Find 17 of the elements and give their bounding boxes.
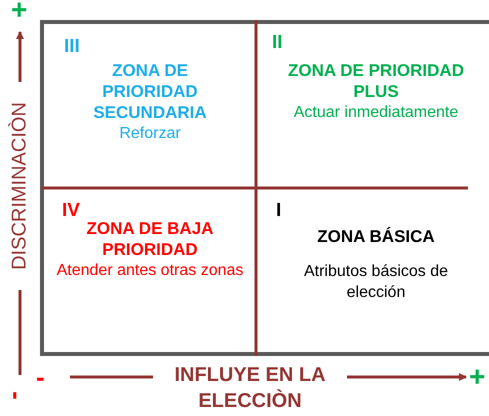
zone-heading: ZONA DE PRIORIDAD SECUNDARIA [92, 60, 208, 123]
zone-heading: ZONA DE PRIORIDAD PLUS [287, 60, 465, 102]
plus-sign: + [469, 361, 486, 393]
plus-sign: + [11, 0, 28, 26]
zone-description: Atender antes otras zonas [56, 261, 244, 281]
quadrant-number: III [64, 36, 80, 58]
axis-title: INFLUYE EN LA ELECCIÒN [173, 363, 327, 414]
quadrant-number: IV [62, 200, 80, 222]
zone-description: Atributos básicos de elección [302, 262, 450, 303]
zone-heading: ZONA DE BAJA PRIORIDAD [86, 218, 214, 260]
minus-sign: - [36, 362, 45, 393]
zone-heading: ZONA BÁSICA [316, 226, 436, 247]
zone-description: Reforzar [118, 124, 182, 144]
quadrant-number: I [276, 200, 282, 222]
minus-sign: - [0, 391, 32, 400]
quadrant-number: II [272, 32, 283, 54]
zone-description: Actuar inmediatamente [292, 103, 460, 123]
